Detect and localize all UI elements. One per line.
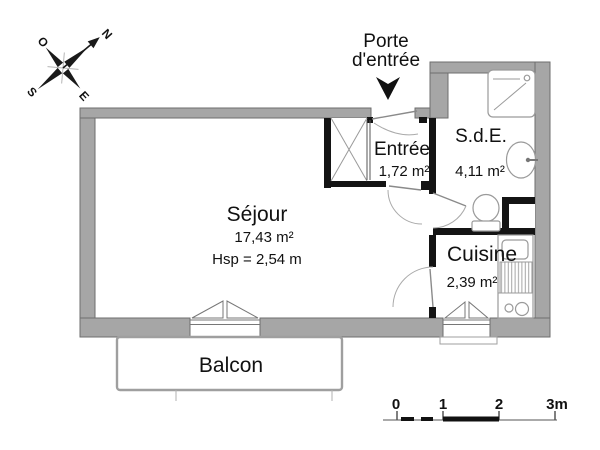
kitchen-drainer-hatch — [499, 261, 533, 294]
wall-bottom-middle — [259, 317, 444, 338]
wall-entree-south — [324, 181, 386, 187]
wall-cuisine-left-upper — [429, 235, 436, 267]
duct-interior — [509, 204, 535, 228]
wall-entree-south-jamb — [421, 181, 436, 190]
entree-label: Entrée — [374, 139, 430, 160]
door-cuisine — [392, 266, 434, 308]
entree-closet — [330, 117, 371, 182]
entrance-door — [371, 110, 419, 136]
wall-right — [534, 61, 551, 338]
duct-top — [502, 197, 535, 204]
kitchen-counter — [497, 234, 534, 319]
exterior-walls — [79, 61, 551, 338]
sde-area: 4,11 m² — [455, 163, 505, 180]
entrance-arrow-icon — [376, 77, 400, 100]
balcony: Balcon — [115, 335, 344, 401]
sejour-area: 17,43 m² — [234, 229, 293, 246]
stove-icon — [498, 292, 533, 317]
door-sde — [432, 192, 467, 229]
scale-bar: 0 1 2 3m — [383, 396, 568, 422]
compass-north-label: N — [99, 26, 115, 42]
cuisine-window-sill — [439, 336, 498, 345]
compass-west-label: O — [35, 34, 52, 50]
cuisine-window — [443, 300, 490, 325]
sde-label: S.d.E. — [455, 126, 507, 147]
scale-tick-3m: 3m — [546, 396, 568, 413]
toilet-icon — [471, 193, 501, 232]
kitchen-sink-icon — [501, 239, 529, 260]
duct-left — [502, 197, 509, 235]
wall-top-sejour — [79, 107, 372, 119]
wall-entrance-jamb-tick — [419, 117, 427, 123]
sejour-label: Séjour — [227, 203, 288, 226]
balcon-label: Balcon — [199, 354, 263, 377]
scale-tick-0: 0 — [392, 396, 400, 413]
entrance-label-line2: d'entrée — [352, 50, 420, 71]
wall-cuisine-left-lower — [429, 307, 436, 318]
cuisine-label: Cuisine — [447, 243, 517, 266]
entrance-annotation: Porte d'entrée — [352, 31, 420, 100]
washbasin-icon — [505, 141, 538, 179]
entree-area: 1,72 m² — [379, 163, 430, 180]
scale-tick-1: 1 — [439, 396, 447, 413]
entrance-label-line1: Porte — [363, 31, 408, 52]
wall-bottom-right — [489, 317, 551, 338]
compass-south-label: S — [24, 84, 40, 99]
sejour-ceiling-height: Hsp = 2,54 m — [212, 251, 302, 268]
door-entree-sejour — [387, 185, 423, 225]
compass-east-label: E — [76, 88, 92, 103]
shower-icon — [487, 69, 536, 118]
room-labels: Séjour 17,43 m² Hsp = 2,54 m Entrée 1,72… — [212, 126, 517, 291]
cuisine-area: 2,39 m² — [447, 274, 498, 291]
sejour-window — [190, 300, 260, 325]
wall-closet-left — [324, 118, 331, 188]
compass-rose-icon: N O S E — [24, 26, 115, 104]
scale-tick-2: 2 — [495, 396, 503, 413]
wall-left — [79, 107, 96, 338]
wall-bottom-left — [79, 317, 191, 338]
wall-entree-sde-partition — [429, 118, 436, 194]
